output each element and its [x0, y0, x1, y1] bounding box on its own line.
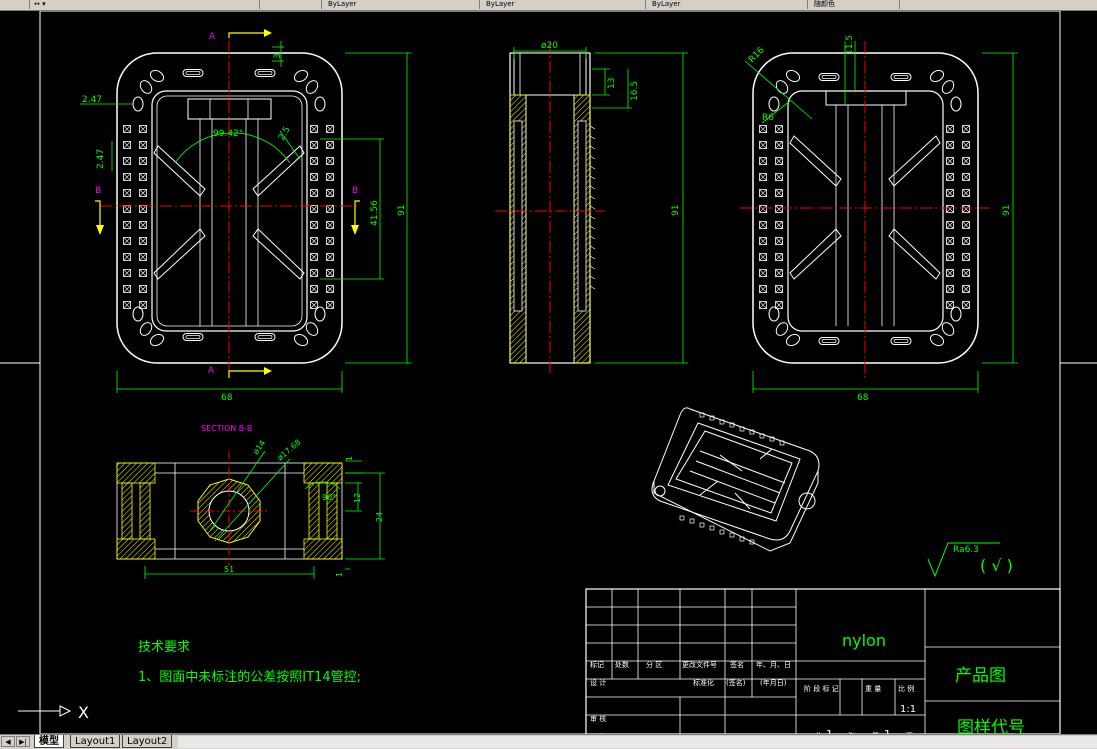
section-view: SECTION B-B ø14 — [116, 424, 385, 579]
side-view: ø20 13 16.5 91 — [495, 41, 688, 376]
dim-front-height: 91 — [397, 205, 407, 216]
dim-front-25: 2.5 — [277, 125, 293, 142]
drawing-svg: A A B B 68 91 41.56 99.42° 2.47 2.47 2.5… — [0, 10, 1097, 742]
model-space-canvas[interactable]: A A B B 68 91 41.56 99.42° 2.47 2.47 2.5… — [0, 10, 1097, 742]
horizontal-scrollbar[interactable] — [178, 736, 1097, 748]
properties-toolbar: ↔ ▾ ByLayer ByLayer ByLayer 随颜色 — [0, 0, 1097, 11]
tb-header-zone: 分 区 — [646, 660, 662, 669]
tb-header-date: 年、月、日 — [756, 660, 791, 669]
tb-design: 设 计 — [590, 678, 606, 687]
ucs-x-label: X — [78, 703, 89, 722]
dim-front-width: 68 — [221, 393, 233, 403]
tb-standardization: 标准化 — [693, 678, 714, 687]
tb-header-mark: 标记 — [590, 660, 604, 669]
back-view: 68 91 R16 R6 11.5 — [740, 35, 1018, 403]
tb-scale-value: 1:1 — [900, 704, 916, 715]
layer-tools[interactable] — [262, 0, 322, 9]
dim-back-r16: R16 — [747, 45, 767, 65]
dim-side-13: 13 — [607, 78, 617, 89]
dim-section-90: 90° — [322, 493, 336, 502]
section-mark-a-top: A — [209, 32, 216, 42]
section-mark-a-bottom: A — [208, 366, 215, 376]
dim-back-115: 11.5 — [845, 35, 855, 55]
front-view: A A B B 68 91 41.56 99.42° 2.47 2.47 2.5… — [80, 29, 412, 403]
tb-header-count: 处数 — [615, 660, 629, 669]
section-label: SECTION B-B — [201, 424, 252, 433]
tb-check: 审 核 — [590, 714, 606, 723]
color-dropdown[interactable]: ByLayer — [324, 0, 480, 9]
dim-side-165: 16.5 — [630, 81, 640, 101]
title-product-name: 产品图 — [955, 666, 1006, 686]
tb-sign-placeholder: (签名) — [726, 678, 746, 687]
layout-tabbar: ◀ ▶| 模型 Layout1 Layout2 — [0, 734, 1097, 749]
tb-header-sign: 签名 — [730, 660, 744, 669]
dim-section-width: 51 — [224, 565, 234, 574]
isometric-view — [651, 407, 820, 552]
dim-front-247a: 2.47 — [82, 95, 102, 105]
section-mark-b-left: B — [95, 186, 101, 196]
toolbar-segment[interactable] — [0, 0, 30, 9]
roughness-suffix: ( √ ) — [980, 556, 1013, 575]
tb-scale-label: 比 例 — [898, 684, 914, 693]
tab-layout1[interactable]: Layout1 — [70, 735, 121, 748]
layer-dropdown[interactable]: ↔ ▾ — [30, 0, 260, 9]
dim-front-angle: 99.42° — [213, 129, 243, 139]
dim-section-1b: 1 — [335, 572, 344, 577]
title-drawing-no: 图样代号 — [957, 718, 1025, 734]
dim-back-r6: R6 — [762, 113, 774, 123]
dim-section-24: 24 — [375, 512, 384, 522]
tab-model[interactable]: 模型 — [34, 735, 64, 748]
title-material: nylon — [842, 631, 886, 650]
lineweight-dropdown[interactable]: ByLayer — [648, 0, 808, 9]
tb-header-change-doc: 更改文件号 — [682, 660, 717, 669]
tb-date-placeholder: (年月日) — [760, 678, 787, 687]
dim-front-3: 3 — [273, 53, 283, 59]
linetype-dropdown[interactable]: ByLayer — [482, 0, 646, 9]
roughness-value: Ra6.3 — [953, 545, 979, 555]
title-block — [585, 588, 1061, 735]
notes-title: 技术要求 — [138, 640, 190, 655]
dim-front-247b: 2.47 — [96, 149, 106, 169]
tb-stage-mark: 阶 段 标 记 — [804, 684, 839, 693]
dim-section-d14: ø14 — [251, 439, 267, 457]
dim-section-12: 12 — [353, 493, 362, 503]
dim-front-inner-height: 41.56 — [370, 200, 380, 226]
section-mark-b-right: B — [352, 186, 358, 196]
dim-back-width: 68 — [857, 393, 869, 403]
dim-back-height: 91 — [1002, 205, 1012, 216]
notes-line1: 1、图面中未标注的公差按照IT14管控; — [138, 669, 361, 685]
plotstyle-dropdown[interactable]: 随颜色 — [810, 0, 900, 9]
tab-prev-button[interactable]: ◀ — [1, 736, 15, 747]
dim-section-d1768: ø17.68 — [276, 438, 303, 463]
tb-weight: 重 量 — [865, 685, 881, 693]
dim-side-height: 91 — [671, 205, 681, 216]
ucs-icon: X — [18, 703, 89, 722]
dim-section-1: 1 — [345, 456, 354, 461]
tab-last-button[interactable]: ▶| — [16, 736, 30, 747]
roughness-symbol: Ra6.3 ( √ ) — [927, 542, 1013, 578]
tab-layout2[interactable]: Layout2 — [122, 735, 173, 748]
dim-side-dia20: ø20 — [541, 41, 558, 51]
